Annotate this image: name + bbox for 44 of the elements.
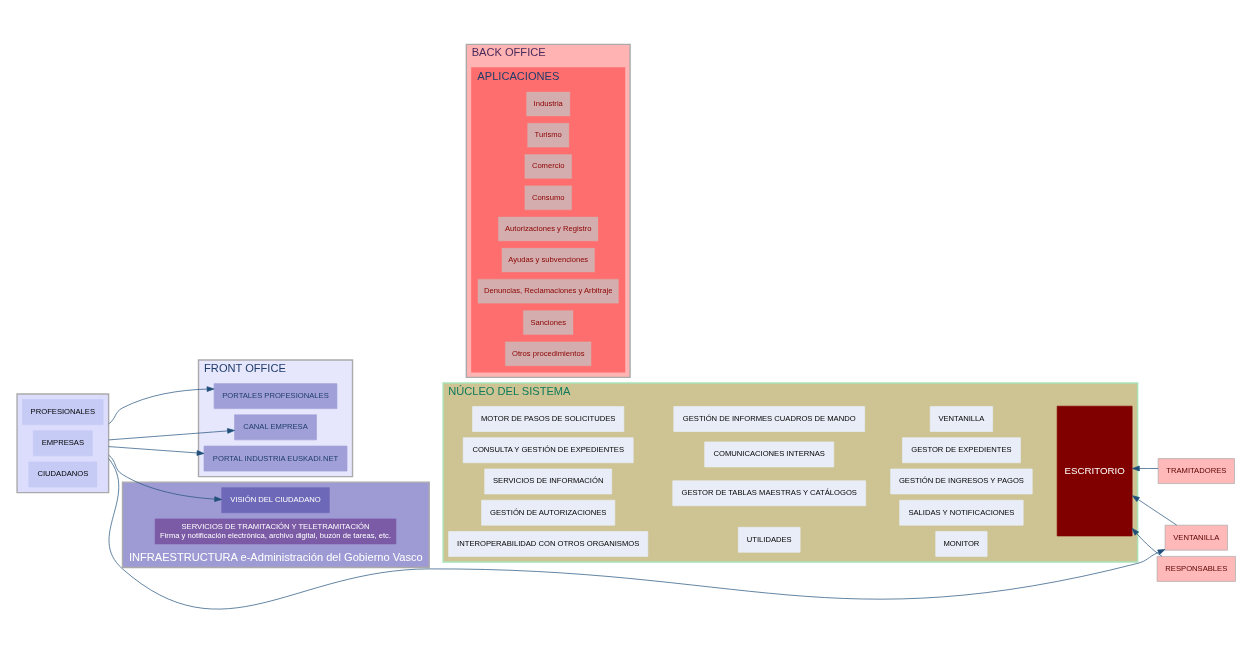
node-box: Industria xyxy=(525,91,571,117)
node-box: Turismo xyxy=(526,122,570,149)
node-box: Autorizaciones y Registro xyxy=(497,216,599,242)
node-box: SERVICIOS DE TRAMITACIÓN Y TELETRAMITACIÓN Firma y notificación electrónica, archivo digital, buzón de tareas, etc. xyxy=(154,518,397,545)
node-box: CONSULTA Y GESTIÓN DE EXPEDIENTES xyxy=(462,437,634,464)
node-box: GESTIÓN DE INGRESOS Y PAGOS xyxy=(890,468,1033,495)
node-box: VISIÓN DEL CIUDADANO xyxy=(221,487,330,514)
arrow xyxy=(108,428,235,441)
node-box: Ayudas y subvenciones xyxy=(501,247,596,273)
node-box: INTEROPERABILIDAD CON OTROS ORGANISMOS xyxy=(448,531,649,557)
node-box: ESCRITORIO xyxy=(1056,405,1133,537)
node-box: GESTOR DE EXPEDIENTES xyxy=(902,437,1021,464)
cluster xyxy=(16,393,110,494)
node-box: UTILIDADES xyxy=(738,526,801,553)
arrow xyxy=(1131,528,1163,557)
arrow xyxy=(108,446,205,456)
node-box: EMPRESAS xyxy=(33,430,93,457)
node-box: SALIDAS Y NOTIFICACIONES xyxy=(899,499,1024,526)
node-box: PORTALES PROFESIONALES xyxy=(213,383,338,409)
node-box: GESTOR DE TABLAS MAESTRAS Y CATÁLOGOS xyxy=(672,480,866,507)
node-box: Otros procedimientos xyxy=(504,340,592,367)
node-box: VENTANILLA xyxy=(1164,524,1228,551)
node-box: TRAMITADORES xyxy=(1157,458,1235,484)
node-box: MONITOR xyxy=(935,531,988,557)
node-box: PROFESIONALES xyxy=(22,399,104,425)
node-box: Comercio xyxy=(523,153,573,180)
node-box: PORTAL INDUSTRIA EUSKADI.NET xyxy=(203,445,348,472)
node-box: SERVICIOS DE INFORMACIÓN xyxy=(484,468,613,495)
node-box: Sanciones xyxy=(522,309,574,336)
node-box: GESTIÓN DE INFORMES CUADROS DE MANDO xyxy=(673,406,865,432)
node-box: CANAL EMPRESA xyxy=(234,414,317,441)
node-box: RESPONSABLES xyxy=(1156,556,1236,582)
node-box: Consumo xyxy=(523,184,573,211)
node-box: COMUNICACIONES INTERNAS xyxy=(704,441,835,468)
node-box: VENTANILLA xyxy=(929,406,993,432)
node-box: Denuncias, Reclamaciones y Arbitraje xyxy=(477,278,620,305)
node-box: CIUDADANOS xyxy=(28,461,98,488)
node-box: MOTOR DE PASOS DE SOLICITUDES xyxy=(472,406,625,432)
node-box: GESTIÓN DE AUTORIZACIONES xyxy=(481,499,616,526)
arrow xyxy=(108,458,1166,610)
arrow xyxy=(1132,495,1178,526)
arrow xyxy=(1132,465,1159,472)
arrow xyxy=(108,454,222,502)
arrow xyxy=(108,386,215,425)
